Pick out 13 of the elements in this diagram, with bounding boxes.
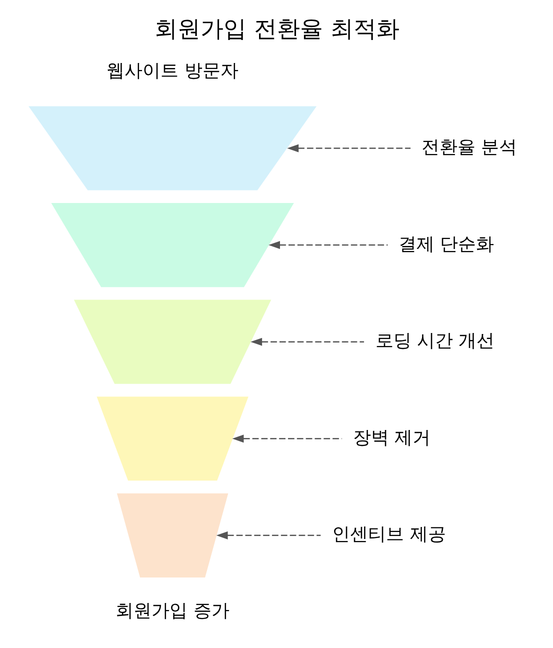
diagram-title: 회원가입 전환율 최적화 bbox=[154, 16, 399, 43]
node-text: 전환율 분석 bbox=[420, 136, 517, 158]
label: 회원가입 증가 bbox=[115, 600, 229, 622]
node-text: 로딩 시간 개선 bbox=[374, 330, 494, 352]
arrow bbox=[286, 144, 410, 152]
arrow bbox=[268, 241, 388, 250]
arrow bbox=[250, 338, 364, 346]
arrow bbox=[216, 531, 320, 540]
node-text: 인센티브 제공 bbox=[332, 524, 446, 546]
label: 웹사이트 방문자 bbox=[106, 60, 238, 82]
node-text: 결제 단순화 bbox=[398, 234, 494, 255]
arrow bbox=[232, 434, 342, 443]
node-text: 장벽 제거 bbox=[352, 427, 430, 448]
